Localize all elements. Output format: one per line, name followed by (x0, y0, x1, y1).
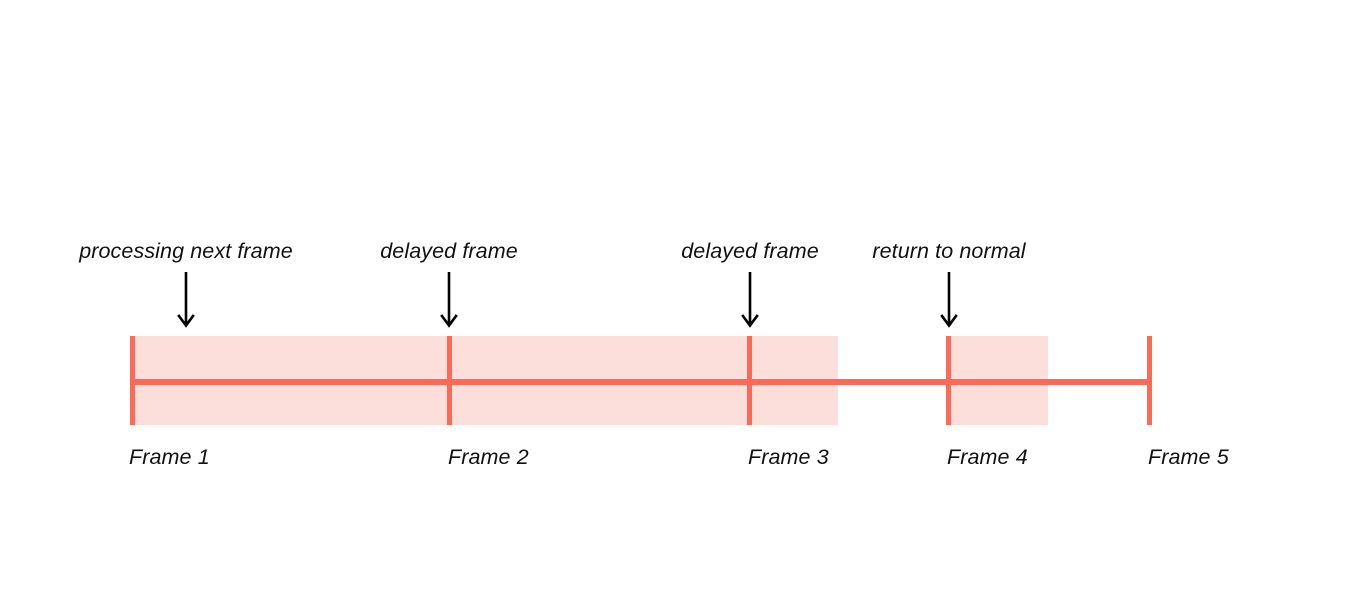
annotation-label-delayed-frame-2: delayed frame (681, 239, 819, 263)
frame-label-3: Frame 3 (748, 445, 829, 469)
frame-label-5: Frame 5 (1148, 445, 1229, 469)
annotation-label-return-to-normal: return to normal (872, 239, 1026, 263)
frame-tick-4 (946, 336, 951, 425)
frame-tick-2 (447, 336, 452, 425)
down-arrow-icon-2 (438, 272, 460, 330)
timeline-axis (130, 379, 1149, 385)
annotation-label-delayed-frame-1: delayed frame (380, 239, 518, 263)
frame-tick-5 (1147, 336, 1152, 425)
frame-tick-1 (130, 336, 135, 425)
frame-label-2: Frame 2 (448, 445, 529, 469)
frame-label-4: Frame 4 (947, 445, 1028, 469)
down-arrow-icon-3 (739, 272, 761, 330)
down-arrow-icon-4 (938, 272, 960, 330)
down-arrow-icon-1 (175, 272, 197, 330)
frame-tick-3 (747, 336, 752, 425)
annotation-label-processing-next-frame: processing next frame (79, 239, 293, 263)
frame-label-1: Frame 1 (129, 445, 210, 469)
